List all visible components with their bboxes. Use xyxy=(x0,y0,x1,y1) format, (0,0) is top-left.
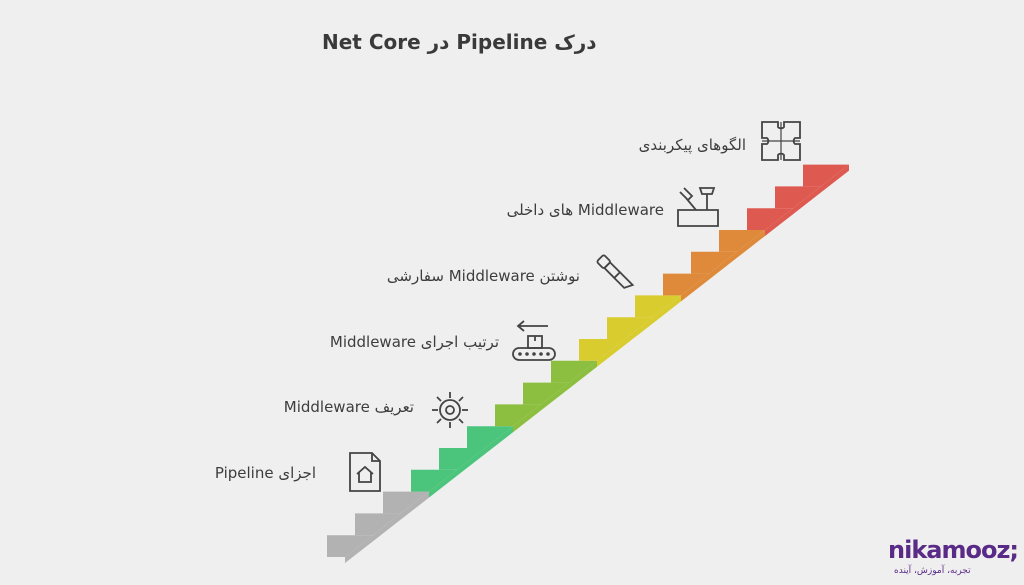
stair-step-12 xyxy=(635,295,681,318)
step-label-2: تعریف Middleware xyxy=(283,398,414,416)
puzzle-icon xyxy=(761,121,801,161)
gear-icon xyxy=(432,392,468,428)
stair-step-17 xyxy=(775,186,821,209)
step-label-4: نوشتن Middleware سفارشی xyxy=(386,267,580,285)
stair-step-3 xyxy=(383,491,429,514)
stair-step-13 xyxy=(663,273,709,296)
stair-slope-10 xyxy=(597,339,625,367)
stair-slope-9 xyxy=(569,360,597,389)
stair-slope-15 xyxy=(737,230,765,258)
stair-step-2 xyxy=(355,513,401,536)
stair-slope-3 xyxy=(401,491,429,520)
stair-step-9 xyxy=(551,360,597,383)
stair-slope-7 xyxy=(513,404,541,433)
stair-step-10 xyxy=(579,339,625,361)
stair-step-7 xyxy=(495,404,541,427)
stair-slope-13 xyxy=(681,273,709,302)
step-label-6: الگوهای پیکربندی xyxy=(638,136,746,154)
stair-slope-18 xyxy=(821,164,849,193)
brand-tagline: تجربه، آموزش، آینده xyxy=(894,566,971,576)
stair-slope-4 xyxy=(429,469,457,498)
page-title: درک Pipeline در Net Core xyxy=(322,30,597,54)
stair-step-18 xyxy=(803,164,849,187)
stair-step-5 xyxy=(439,448,485,470)
document-house-icon xyxy=(349,452,381,492)
stair-slope-5 xyxy=(457,448,485,476)
stair-slope-11 xyxy=(625,317,653,345)
stair-slope-16 xyxy=(765,208,793,236)
chisel-icon xyxy=(596,254,635,289)
brand-logo: nikamooz; xyxy=(888,536,1019,564)
toolbox-icon xyxy=(677,187,719,227)
stair-step-11 xyxy=(607,317,653,339)
stair-step-16 xyxy=(747,208,793,230)
step-label-1: اجزای Pipeline xyxy=(214,464,316,482)
step-label-3: ترتیب اجرای Middleware xyxy=(329,333,499,351)
stair-step-15 xyxy=(719,230,765,252)
stair-step-6 xyxy=(467,426,513,448)
stair-slope-17 xyxy=(793,186,821,215)
stair-slope-8 xyxy=(541,382,569,411)
stair-slope-6 xyxy=(485,426,513,454)
stair-step-8 xyxy=(523,382,569,405)
stair-slope-2 xyxy=(373,513,401,542)
step-label-5: Middleware های داخلی xyxy=(506,201,664,219)
stair-slope-12 xyxy=(653,295,681,324)
conveyor-belt-icon xyxy=(512,320,556,361)
stair-step-14 xyxy=(691,251,737,274)
stair-slope-14 xyxy=(709,251,737,280)
stair-slope-1 xyxy=(345,535,373,563)
stair-step-4 xyxy=(411,469,457,492)
stair-step-1 xyxy=(327,535,373,557)
